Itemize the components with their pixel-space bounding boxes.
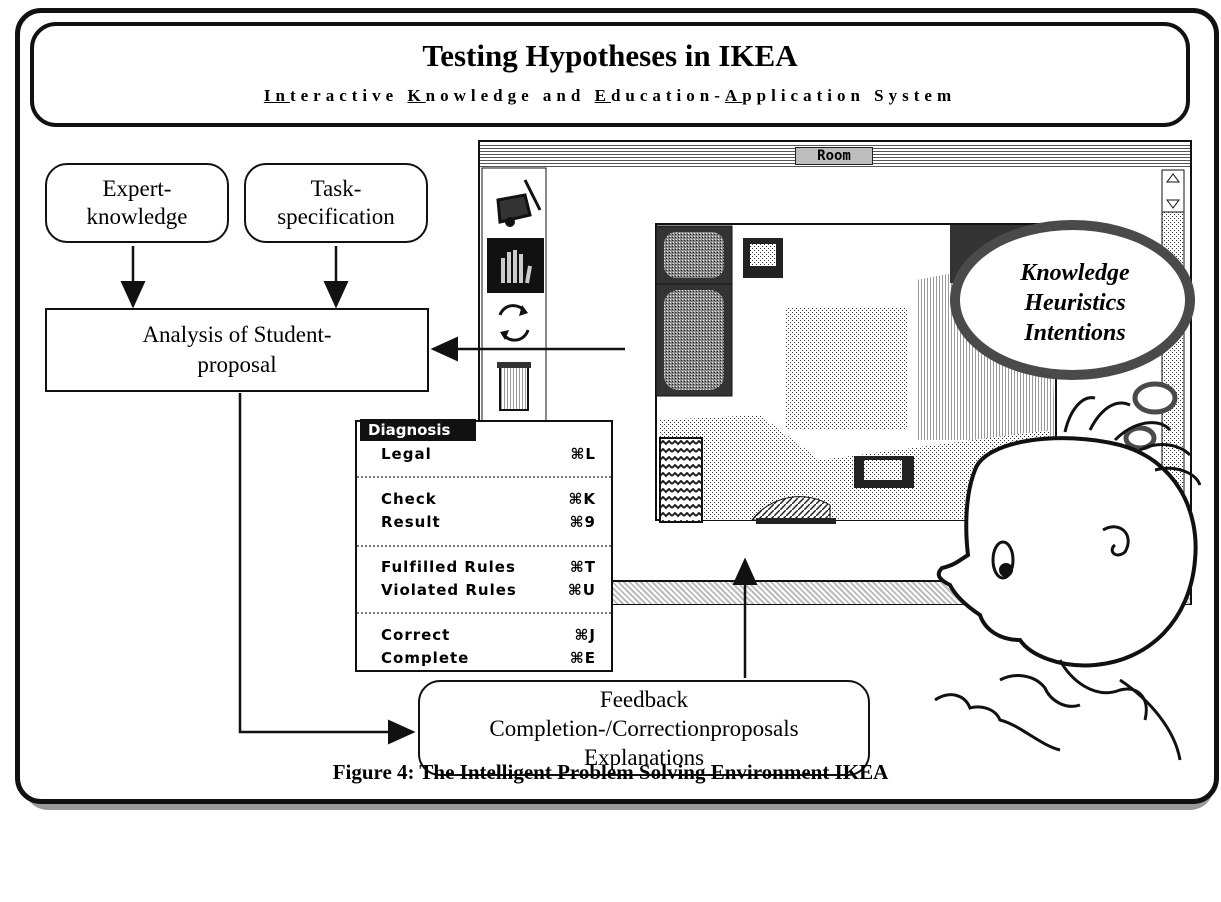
flow-arrows — [120, 246, 758, 745]
menu-item-shortcut: ⌘U — [567, 581, 596, 599]
menu-item-label: Result — [381, 513, 441, 531]
expert-knowledge-box: Expert- knowledge — [45, 163, 229, 243]
menu-item-shortcut: ⌘J — [574, 626, 596, 644]
subtitle-initial: In — [263, 86, 290, 105]
menu-separator — [357, 545, 611, 547]
subtitle-word: ducation- — [610, 86, 725, 105]
subtitle-initial: A — [724, 86, 743, 105]
thought-line: Knowledge — [1020, 260, 1130, 286]
menu-item-label: Check — [381, 490, 437, 508]
thought-line: Intentions — [1024, 320, 1126, 346]
page-title: Testing Hypotheses in IKEA — [422, 38, 798, 73]
feedback-box: Feedback Completion-/Correctionproposals… — [418, 680, 870, 776]
menu-item-shortcut: ⌘9 — [569, 513, 596, 531]
header-box — [30, 22, 1190, 127]
menu-item-label: Legal — [381, 445, 432, 463]
student-character — [934, 396, 1202, 761]
subtitle-initial: K — [407, 86, 426, 105]
menu-item-shortcut: ⌘L — [570, 445, 596, 463]
thought-bubble — [950, 220, 1195, 380]
diagnosis-menu-title[interactable]: Diagnosis — [360, 419, 476, 441]
thought-line: Heuristics — [1024, 290, 1126, 316]
tool-palette — [481, 167, 547, 439]
thought-dot-large — [1132, 381, 1178, 415]
subtitle-word: nowledge and — [425, 86, 595, 105]
task-specification-box: Task- specification — [244, 163, 428, 243]
menu-item-shortcut: ⌘K — [568, 490, 596, 508]
menu-item-shortcut: ⌘T — [569, 558, 596, 576]
menu-item-check[interactable]: Check ⌘K — [381, 488, 606, 510]
menu-item-correct[interactable]: Correct ⌘J — [381, 624, 606, 646]
menu-separator — [357, 612, 611, 614]
menu-item-label: Fulfilled Rules — [381, 558, 516, 576]
trash-icon[interactable] — [497, 362, 531, 411]
room-window-title: Room — [795, 147, 873, 165]
thought-dot-small — [1123, 425, 1157, 451]
menu-item-label: Complete — [381, 649, 470, 667]
subtitle-word: pplication System — [742, 86, 957, 105]
figure-caption: Figure 4: The Intelligent Problem Solvin… — [332, 760, 889, 784]
menu-item-complete[interactable]: Complete ⌘E — [381, 647, 606, 669]
analysis-box: Analysis of Student- proposal — [45, 308, 429, 392]
subtitle-initial: E — [594, 86, 611, 105]
menu-item-legal[interactable]: Legal ⌘L — [381, 443, 606, 465]
subtitle-word: teractive — [289, 86, 408, 105]
menu-separator — [357, 476, 611, 478]
hand-truck-icon[interactable] — [496, 179, 542, 227]
menu-item-fulfilled-rules[interactable]: Fulfilled Rules ⌘T — [381, 556, 606, 578]
menu-item-violated-rules[interactable]: Violated Rules ⌘U — [381, 579, 606, 601]
menu-item-shortcut: ⌘E — [569, 649, 596, 667]
hand-icon[interactable] — [487, 238, 544, 293]
menu-item-label: Correct — [381, 626, 451, 644]
menu-item-result[interactable]: Result ⌘9 — [381, 511, 606, 533]
page-subtitle: Interactive Knowledge and Education-Appl… — [30, 86, 1190, 106]
menu-item-label: Violated Rules — [381, 581, 517, 599]
thought-bubble-text: Knowledge Heuristics Intentions — [970, 258, 1180, 348]
rotate-icon[interactable] — [498, 304, 530, 342]
